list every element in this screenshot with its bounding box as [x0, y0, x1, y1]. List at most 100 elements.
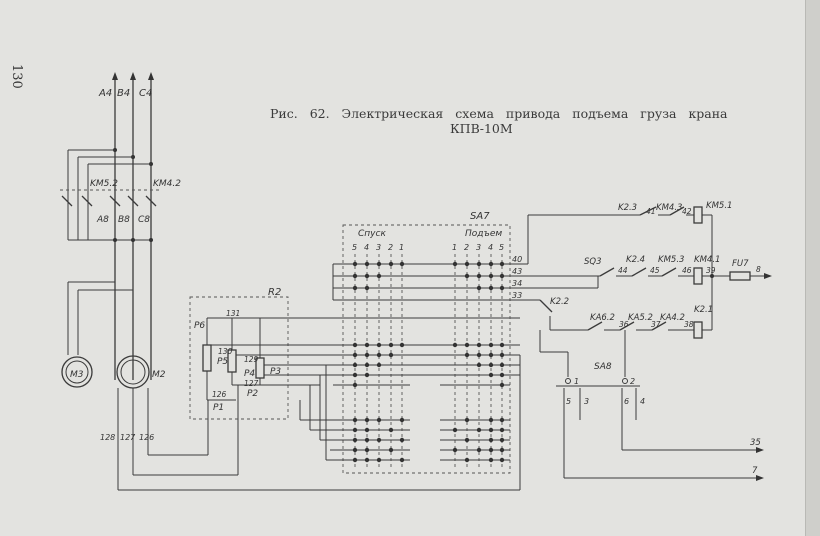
tap-p4: P4	[244, 369, 255, 379]
direction-down: Спуск	[358, 229, 386, 239]
position-label: 2	[464, 243, 469, 252]
controller-contact	[452, 342, 458, 348]
phase-lower-b: B8	[118, 215, 130, 225]
sa8-label: SA8	[594, 362, 612, 372]
controller-contact	[364, 447, 370, 453]
controller-contact	[499, 285, 505, 291]
fu7-label: FU7	[732, 259, 749, 269]
resistor-block-label: R2	[268, 287, 281, 298]
controller-contact	[476, 352, 482, 358]
controller-contact	[388, 427, 394, 433]
node-126: 126	[212, 390, 227, 399]
wire-40: 40	[512, 255, 522, 264]
motor-label-m3: M3	[70, 370, 84, 380]
direction-up: Подъем	[465, 229, 502, 239]
controller-contact	[464, 342, 470, 348]
phase-label-b: B4	[117, 88, 130, 99]
controller-contact	[399, 261, 405, 267]
tap-p2: P2	[247, 389, 258, 399]
output-35: 35	[750, 438, 761, 448]
contactor-label-km42: KM4.2	[153, 179, 181, 189]
controller-contact	[499, 382, 505, 388]
controller-contact	[464, 417, 470, 423]
controller-contact	[499, 447, 505, 453]
controller-contact	[352, 273, 358, 279]
controller-contact	[364, 342, 370, 348]
km43-label: KM4.3	[656, 203, 682, 213]
controller-contact	[364, 362, 370, 368]
controller-contact	[499, 261, 505, 267]
phase-label-a: A4	[98, 88, 112, 99]
controller-contact	[399, 342, 405, 348]
controller-contact	[488, 273, 494, 279]
controller-contact	[388, 342, 394, 348]
controller-contact	[388, 447, 394, 453]
figure-caption-model: КПВ-10М	[450, 121, 513, 136]
controller-contact	[352, 382, 358, 388]
controller-contact	[376, 261, 382, 267]
wire-44: 44	[618, 266, 628, 275]
km53-label: KM5.3	[658, 255, 684, 265]
controller-contact	[352, 417, 358, 423]
controller-contact	[488, 447, 494, 453]
position-label: 1	[399, 243, 404, 252]
node-131: 131	[226, 309, 240, 318]
controller-contact	[464, 352, 470, 358]
output-7: 7	[752, 466, 758, 476]
node-129: 129	[244, 355, 259, 364]
k22-label: K2.2	[550, 297, 569, 307]
sa8-pin2: 2	[630, 377, 635, 386]
wire-42: 42	[682, 207, 692, 216]
wire-34: 34	[512, 279, 522, 288]
controller-contact	[364, 457, 370, 463]
controller-contact	[488, 417, 494, 423]
controller-contact	[499, 352, 505, 358]
ka52-label: KA5.2	[628, 313, 653, 323]
page-edge	[805, 0, 820, 536]
km41-label: KM4.1	[694, 255, 720, 265]
controller-contact	[352, 457, 358, 463]
km51-label: KM5.1	[706, 201, 732, 211]
sa8-pin5: 5	[566, 397, 571, 406]
controller-contact	[452, 447, 458, 453]
figure-caption: Рис. 62. Электрическая схема привода под…	[270, 106, 728, 121]
controller-contact	[364, 437, 370, 443]
arrow-icon	[756, 447, 764, 453]
wire-36: 36	[619, 320, 629, 329]
controller-contact	[499, 342, 505, 348]
controller-contact	[352, 447, 358, 453]
k23-label: K2.3	[618, 203, 637, 213]
wire-45: 45	[650, 266, 660, 275]
position-label: 5	[352, 243, 357, 252]
resistor-icon	[202, 344, 212, 372]
phase-label-c: C4	[139, 88, 152, 99]
tap-p3: P3	[270, 367, 281, 377]
position-label: 3	[476, 243, 481, 252]
controller-contact	[488, 437, 494, 443]
sa8-pin3: 3	[584, 397, 589, 406]
controller-contact	[364, 261, 370, 267]
controller-contact	[352, 342, 358, 348]
control-circuit: K2.3 41 KM4.3 42 KM5.1 SQ3 44 K2.4 45 KM…	[510, 201, 772, 377]
node-127: 127	[244, 379, 259, 388]
controller-contact	[499, 427, 505, 433]
wire-39: 39	[706, 266, 716, 275]
wire-33: 33	[512, 291, 522, 300]
wire-37: 37	[651, 320, 661, 329]
controller-contact	[352, 372, 358, 378]
sa8-pin4: 4	[640, 397, 645, 406]
tap-p5: P5	[217, 357, 228, 367]
wire-128: 128	[100, 433, 115, 442]
controller-contact	[476, 362, 482, 368]
controller-contact	[364, 427, 370, 433]
controller-contact	[364, 285, 370, 291]
sq3-label: SQ3	[584, 257, 602, 267]
controller-contact	[352, 362, 358, 368]
arrow-icon	[148, 72, 154, 80]
sa8-pin6: 6	[624, 397, 629, 406]
wire-46: 46	[682, 266, 692, 275]
controller-contact	[488, 285, 494, 291]
sa8-pin1: 1	[574, 377, 579, 386]
controller-contact	[376, 352, 382, 358]
